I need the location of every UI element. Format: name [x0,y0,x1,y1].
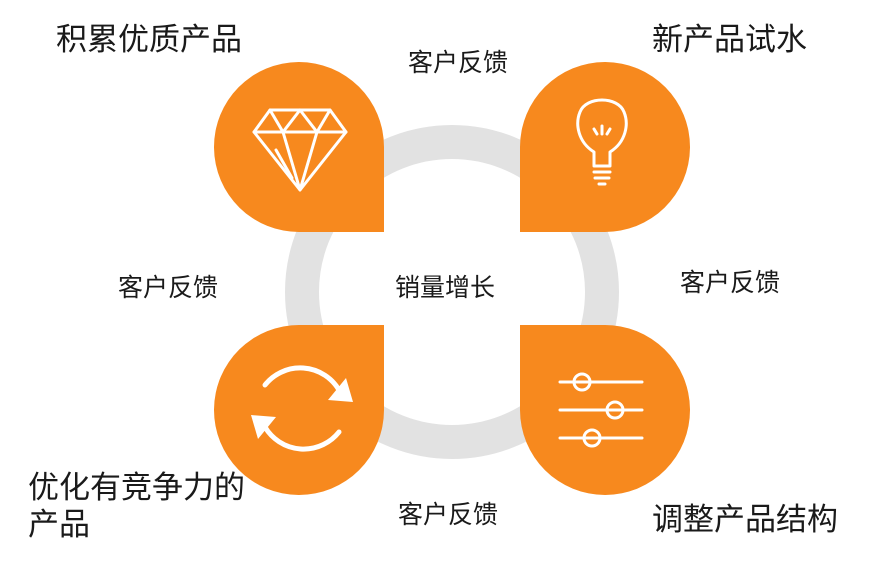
feedback-label-bottom: 客户反馈 [398,500,499,529]
feedback-label-left: 客户反馈 [118,273,219,302]
title-top-left: 积累优质产品 [56,22,242,58]
petal-top-right [520,62,691,233]
lightbulb-icon [576,98,628,186]
quadrant-bottom-left [214,324,384,495]
petal-bottom-left [214,324,384,495]
quadrant-top-left [214,62,384,233]
diamond-icon [252,108,348,192]
petal-top-left [214,62,384,233]
feedback-label-right: 客户反馈 [680,268,781,297]
title-bottom-right: 调整产品结构 [652,502,838,538]
quadrant-top-right [520,62,691,233]
sliders-icon [558,372,644,448]
center-label: 销量增长 [395,273,496,302]
title-bottom-left: 优化有竞争力的产品 [28,470,245,544]
title-top-right: 新产品试水 [652,22,807,58]
feedback-label-top: 客户反馈 [408,48,509,77]
cycle-ring [285,125,619,459]
quadrant-bottom-right [520,324,691,495]
refresh-icon [251,365,353,452]
